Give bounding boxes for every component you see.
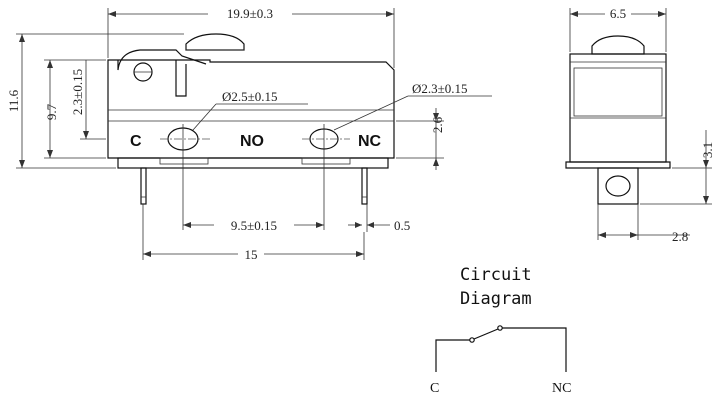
dim-pitch-text: 9.5±0.15 <box>231 218 277 233</box>
dim-hole-height-text: 2.3±0.15 <box>70 69 85 115</box>
lever-arm <box>175 60 187 97</box>
circuit-title-line1: Circuit <box>460 265 532 285</box>
leader-hole-nc <box>333 95 409 131</box>
base-tab-left <box>159 157 209 165</box>
dim-body-height-text: 9.7 <box>44 103 59 120</box>
circuit-wire-c <box>435 339 470 372</box>
circuit-terminal-c: C <box>430 381 439 396</box>
dim-pitch-bg <box>214 217 294 233</box>
dim-total-height-text: 11.6 <box>6 89 21 112</box>
side-body <box>569 53 667 163</box>
dim-pin-thk-text: 0.5 <box>394 218 410 233</box>
dim-band-text: 2.6 <box>430 116 445 133</box>
circuit-terminal-nc: NC <box>552 381 571 396</box>
dimline-pin-thk-arrows <box>355 222 374 228</box>
dim-span-bg <box>238 246 264 262</box>
circuit-title-line2: Diagram <box>460 289 532 309</box>
side-base <box>565 161 671 169</box>
dim-side-width-bg <box>605 5 631 21</box>
dimline-hole-arrow <box>83 131 89 139</box>
dim-hole-no-text: Ø2.5±0.15 <box>222 89 278 104</box>
circuit-diagram: Circuit Diagram C NC <box>430 265 571 396</box>
dim-side-width-text: 6.5 <box>610 6 626 21</box>
side-inner-window <box>573 67 663 117</box>
dim-length-text: 19.9±0.3 <box>227 6 273 21</box>
base-plate <box>117 157 389 169</box>
circuit-wire-nc <box>502 327 567 372</box>
dim-hole-nc-text: Ø2.3±0.15 <box>412 81 468 96</box>
circuit-contact-c <box>469 337 475 343</box>
pin-label-nc: NC <box>358 133 382 150</box>
side-plunger <box>591 35 645 55</box>
side-view: 6.5 3.1 2.8 <box>565 5 715 244</box>
dim-tab-width-text: 2.8 <box>672 229 688 244</box>
dimline-tab-width-arrows <box>598 232 638 238</box>
lever <box>117 49 207 71</box>
dim-span-text: 15 <box>245 247 258 262</box>
leader-hole-no <box>192 103 217 131</box>
plunger <box>185 33 245 51</box>
terminal-right <box>361 167 368 205</box>
pin-label-c: C <box>130 133 142 150</box>
terminal-left <box>140 167 147 205</box>
side-tab <box>597 167 639 205</box>
side-tab-hole <box>605 175 631 197</box>
base-tab-right <box>301 157 351 165</box>
circuit-switch-blade <box>473 328 499 340</box>
dim-length-bg <box>208 5 292 21</box>
front-view: C NO NC 19.9±0.3 11.6 9.7 2.3±0.15 <box>6 5 492 262</box>
dim-tab-height-text: 3.1 <box>700 142 715 158</box>
pin-label-no: NO <box>240 133 264 150</box>
circuit-contact-nc <box>497 325 503 331</box>
